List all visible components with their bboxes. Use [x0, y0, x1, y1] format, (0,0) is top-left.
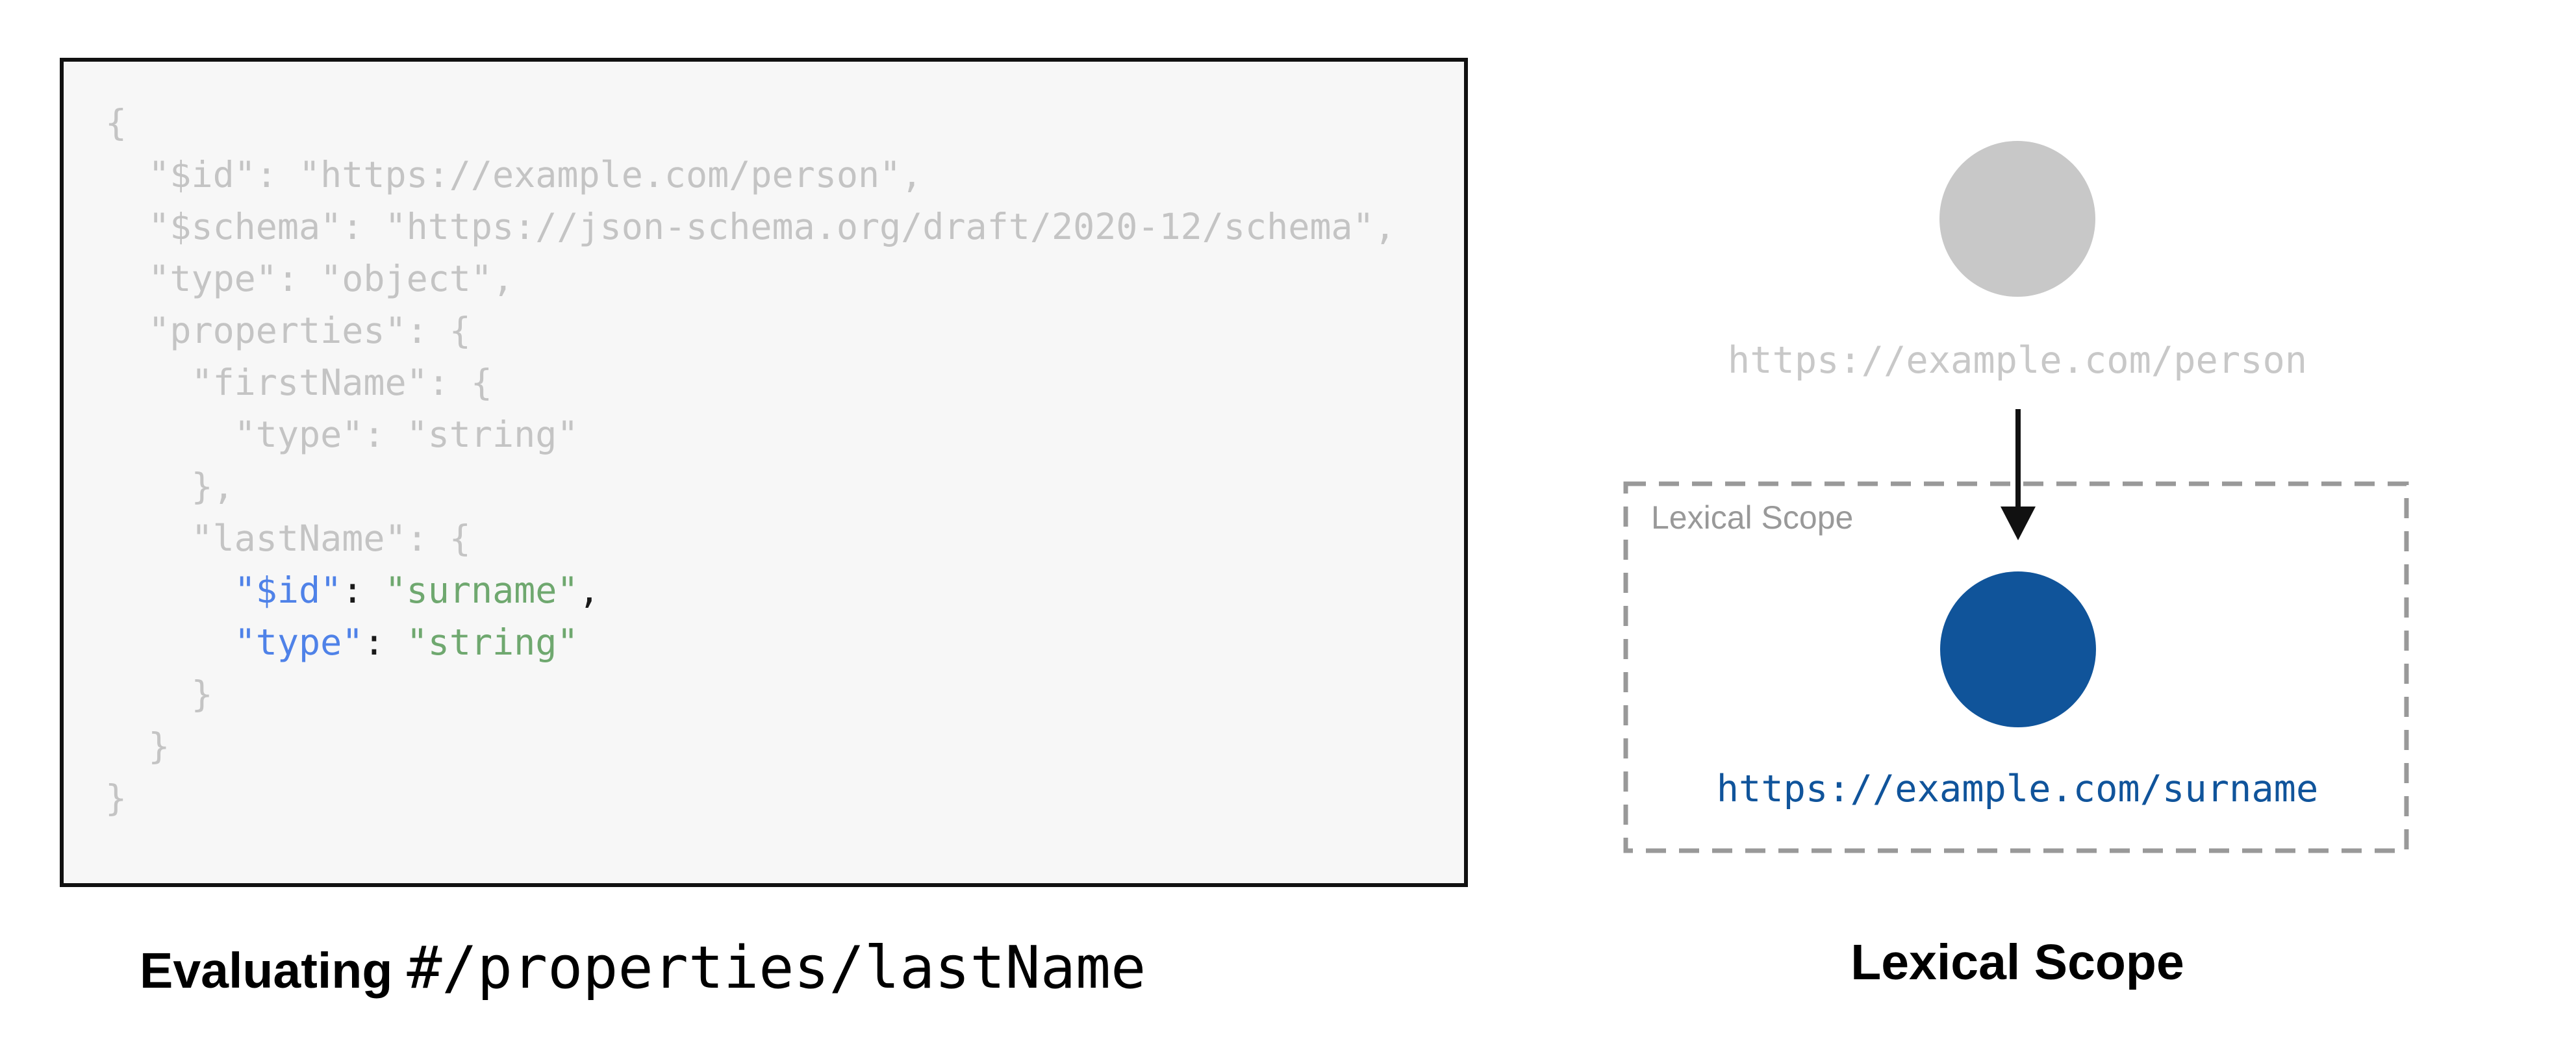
code-inactive-bottom: } } }: [105, 673, 213, 819]
code-inactive-top: { "$id": "https://example.com/person", "…: [105, 102, 1396, 559]
reference-arrow-head: [2001, 507, 2036, 540]
right-caption: Lexical Scope: [1850, 934, 2184, 990]
left-caption-pointer: #/properties/lastName: [407, 934, 1146, 1002]
inner-schema-node: [1940, 571, 2096, 727]
outer-schema-node: [1939, 141, 2095, 297]
inner-schema-uri-label: https://example.com/surname: [1716, 768, 2319, 810]
code-type-colon: :: [363, 621, 407, 663]
schema-source-panel: { "$id": "https://example.com/person", "…: [60, 58, 1468, 887]
left-caption: Evaluating#/properties/lastName: [140, 934, 1146, 1002]
code-id-comma: ,: [578, 570, 600, 611]
code-type-key: "type": [234, 621, 364, 663]
outer-schema-uri-label: https://example.com/person: [1727, 339, 2308, 382]
code-type-value: "string": [406, 621, 579, 663]
code-id-key: "$id": [234, 570, 342, 611]
code-id-colon: :: [342, 570, 385, 611]
json-schema-code: { "$id": "https://example.com/person", "…: [64, 62, 1464, 824]
left-caption-label: Evaluating: [140, 943, 393, 999]
code-id-value: "surname": [385, 570, 579, 611]
scope-box-title: Lexical Scope: [1651, 499, 1854, 536]
